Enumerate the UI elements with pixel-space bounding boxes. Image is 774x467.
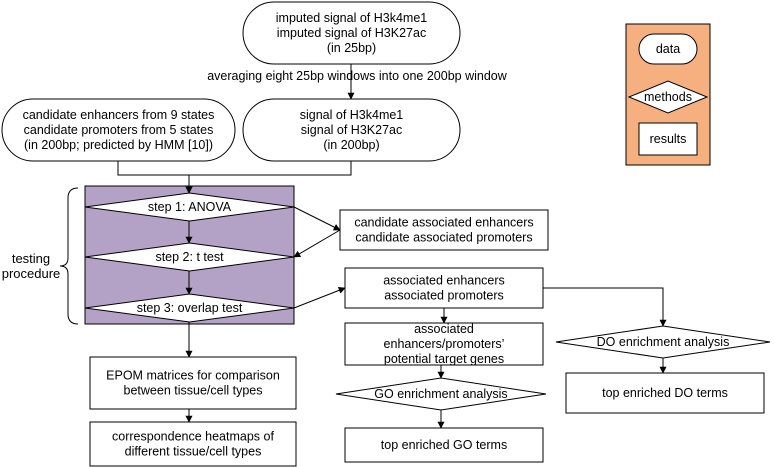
target-genes-label-line: associated [414, 322, 474, 336]
candidates-shape [1, 98, 236, 162]
node-go-terms: top enriched GO terms [344, 427, 544, 463]
edges-layer [117, 64, 667, 429]
legend-method-label: methods [644, 90, 692, 104]
node-do-terms: top enriched DO terms [565, 372, 765, 414]
legend-result-shape [638, 122, 698, 156]
go-terms-label-line: top enriched GO terms [381, 438, 507, 452]
epom-label-line: between tissue/cell types [124, 384, 263, 398]
signal-200bp-label-line: signal of H3K27ac [301, 123, 402, 137]
node-go-enrich: GO enrichment analysis [335, 377, 547, 411]
go-terms-shape [344, 427, 544, 463]
testing-procedure-brace [59, 187, 79, 325]
signal-200bp-label-line: (in 200bp) [323, 138, 379, 152]
do-terms-label-line: top enriched DO terms [602, 386, 728, 400]
step2-label-line: step 2: t test [155, 250, 224, 264]
node-step1: step 1: ANOVA [84, 192, 295, 222]
averaging-label-line: averaging eight 25bp windows into one 20… [207, 69, 507, 83]
step1-label-line: step 1: ANOVA [148, 200, 232, 214]
target-genes-label-line: enhancers/promoters’ [384, 337, 505, 351]
step1-shape [84, 192, 295, 222]
legend-item-result: results [638, 122, 698, 156]
imputed-signal-label-line: imputed signal of H3K27ac [277, 26, 426, 40]
associated-label-line: associated promoters [384, 289, 504, 303]
do-enrich-shape [555, 325, 771, 359]
legend-item-method: methods [627, 80, 709, 114]
testing-procedure-label-line: testing [12, 251, 50, 266]
do-enrich-label-line: DO enrichment analysis [597, 335, 730, 349]
cand-associated-label-line: candidate associated enhancers [354, 216, 533, 230]
edge-associated-to-do-enrich [543, 287, 667, 327]
legend-data-shape [638, 33, 698, 65]
node-do-enrich: DO enrichment analysis [555, 325, 771, 359]
testing-procedure-label-line: procedure [2, 266, 61, 281]
go-enrich-label-line: GO enrichment analysis [374, 387, 507, 401]
associated-label-line: associated enhancers [383, 274, 505, 288]
associated-shape [344, 267, 544, 309]
epom-label-line: EPOM matrices for comparison [106, 369, 280, 383]
step3-shape [84, 293, 295, 323]
node-averaging: averaging eight 25bp windows into one 20… [207, 69, 507, 83]
go-enrich-shape [335, 377, 547, 411]
candidates-label-line: candidate promoters from 5 states [24, 123, 214, 137]
imputed-signal-label-line: (in 25bp) [327, 41, 376, 55]
node-step2: step 2: t test [84, 242, 295, 272]
legend-data-label: data [656, 42, 680, 56]
heatmaps-label-line: different tissue/cell types [125, 445, 262, 459]
do-terms-shape [565, 372, 765, 414]
target-genes-shape [344, 322, 544, 366]
legend-item-data: data [638, 33, 698, 65]
cand-associated-shape [339, 209, 549, 251]
cand-associated-label-line: candidate associated promoters [355, 231, 532, 245]
step3-label-line: step 3: overlap test [137, 301, 243, 315]
edge-step1-to-cand-associated [293, 206, 341, 231]
legend-result-label: results [650, 132, 687, 146]
imputed-signal-label-line: imputed signal of H3k4me1 [276, 11, 428, 25]
epom-shape [89, 356, 297, 410]
node-cand-associated: candidate associated enhancerscandidate … [339, 209, 549, 251]
legend: data methods results [625, 23, 711, 166]
imputed-signal-shape [242, 1, 461, 65]
node-target-genes: associatedenhancers/promoters’potential … [344, 322, 544, 366]
signal-200bp-label-line: signal of H3k4me1 [300, 108, 404, 122]
target-genes-label-line: potential target genes [384, 352, 504, 366]
candidates-label-line: (in 200bp; predicted by HMM [10]) [24, 138, 213, 152]
node-step3: step 3: overlap test [84, 293, 295, 323]
edge-signal-200bp-to-step1 [185, 161, 352, 194]
step2-shape [84, 242, 295, 272]
legend-method-shape [627, 80, 709, 114]
heatmaps-label-line: correspondence heatmaps of [112, 430, 274, 444]
node-candidates: candidate enhancers from 9 statescandida… [1, 98, 236, 162]
heatmaps-shape [89, 421, 297, 467]
candidates-label-line: candidate enhancers from 9 states [23, 108, 215, 122]
edge-step3-to-associated [293, 287, 346, 309]
signal-200bp-shape [242, 98, 461, 162]
edge-cand-associated-to-step2 [293, 229, 341, 258]
